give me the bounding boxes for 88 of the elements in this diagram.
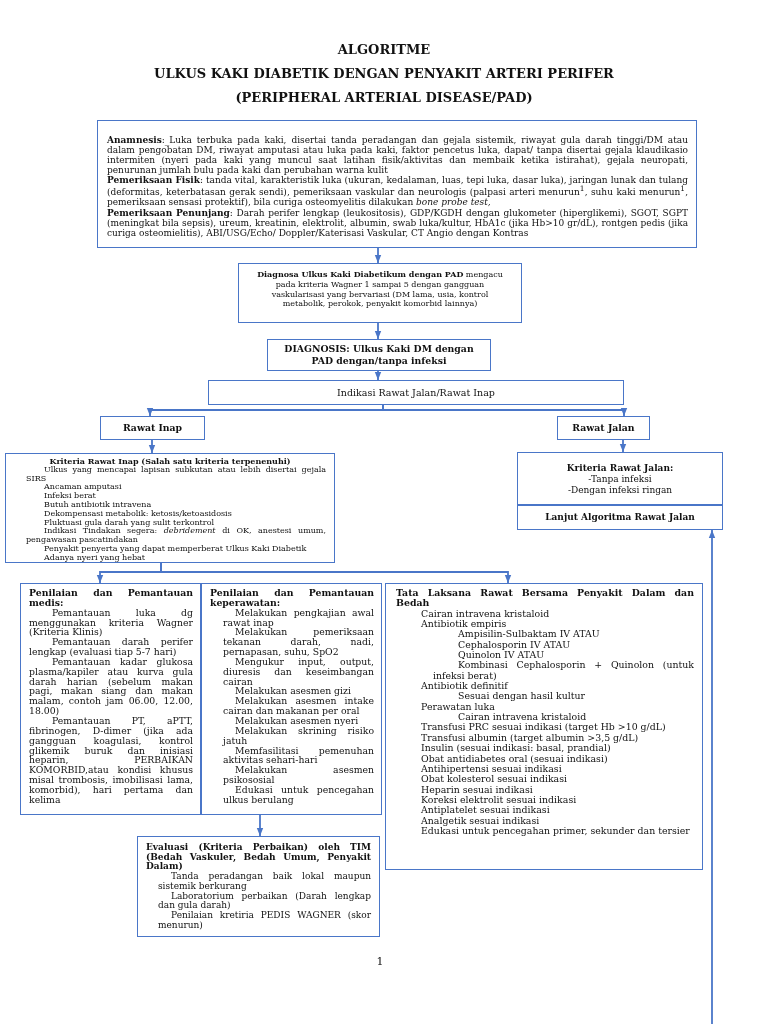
- diagram-subtitle: (PERIPHERAL ARTERIAL DISEASE/PAD): [235, 90, 533, 105]
- box-text: Rawat Jalan: [571, 422, 636, 434]
- list-item: -Dengan infeksi ringan: [566, 484, 674, 496]
- list-item: Sesuai dengan hasil kultur: [457, 691, 586, 702]
- process-box: [100, 416, 205, 440]
- arrow: [374, 247, 382, 264]
- list-item: Antibiotik empiris: [420, 619, 507, 630]
- box-heading: Kriteria Rawat Jalan:: [565, 463, 675, 474]
- list-item: Heparin sesuai indikasi: [420, 784, 534, 795]
- list-item: Adanya nyeri yang hebat: [44, 553, 146, 563]
- arrow: [160, 562, 512, 584]
- list-item: Antihipertensi sesuai indikasi: [420, 763, 562, 775]
- arrow: [256, 814, 264, 837]
- list-item: Cairan intravena kristaloid: [420, 608, 551, 620]
- list-item: Penyakit penyerta yang dapat memperberat Ulkus Kaki Diabetik: [43, 544, 308, 553]
- list-item: Cephalosporin IV ATAU: [457, 639, 572, 650]
- list-item: Antiplatelet sesuai indikasi: [420, 805, 551, 816]
- page-number: 1: [376, 955, 384, 968]
- process-box: [517, 505, 723, 530]
- box-text: DIAGNOSIS: Ulkus Kaki DM dengan PAD dengan/tanpa infeksi: [283, 343, 475, 367]
- list-item: Penilaian kretiria PEDIS WAGNER (skor menurun): [157, 911, 371, 931]
- list-item: Pemantauan darah perifer lengkap (evaluasi tiap 5-7 hari): [29, 637, 193, 657]
- list-item: Obat antidiabetes oral (sesuai indikasi): [420, 753, 608, 764]
- box-text: Indikasi Rawat Jalan/Rawat Inap: [336, 386, 496, 399]
- box-text: Lanjut Algoritma Rawat Jalan: [544, 512, 696, 523]
- process-box: [517, 452, 723, 505]
- list-item: Ancaman amputasi: [43, 483, 123, 492]
- list-item: Kombinasi Cephalosporin + Quinolon (untuk infeksi berat): [432, 660, 694, 682]
- arrow: [708, 529, 716, 1024]
- box-heading: Tata Laksana Rawat Bersama Penyakit Dalam dan Bedah: [396, 588, 694, 609]
- diagram-subtitle: ULKUS KAKI DIABETIK DENGAN PENYAKIT ARTERI PERIFER: [154, 66, 614, 81]
- arrow: [619, 439, 627, 453]
- process-box: [201, 583, 382, 815]
- list-item: Antibiotik definitif: [420, 681, 510, 692]
- diagram-title: ALGORITME: [337, 42, 431, 57]
- arrow: [382, 404, 628, 417]
- arrow: [374, 370, 382, 381]
- list-item: Pemantauan PT, aPTT, fibrinogen, D-dimer (jika ada gangguan koagulasi, kontrol glikemik buruk dan inisiasi heparin, PERBAIKAN KOMORBID,atau kondisi khusus misal trombosis, imobilisasi lama, komorbid), hari pertama dan kelima: [29, 715, 193, 805]
- box-heading: Evaluasi (Kriteria Perbaikan) oleh TIM (Bedah Vaskuler, Bedah Umum, Penyakit Dalam): [146, 843, 371, 872]
- box-text: Rawat Inap: [121, 422, 184, 434]
- process-box: [97, 120, 697, 248]
- list-item: Tanda peradangan baik lokal maupun sistemik berkurang: [157, 872, 371, 891]
- box-heading: Kriteria Rawat Inap (Salah satu kriteria terpenenuhi): [48, 457, 292, 466]
- process-box: [267, 339, 491, 371]
- list-item: Laboratorium perbaikan (Darah lengkap dan gula darah): [157, 891, 371, 912]
- list-item: Melakukan asesmen nyeri: [234, 715, 359, 726]
- list-item: Melakukan asesmen psikososial: [222, 765, 374, 785]
- list-item: Koreksi elektrolit sesuai indikasi: [420, 794, 578, 806]
- list-item: Pemantauan luka dg menggunakan kriteria Wagner (Kriteria Klinis): [29, 607, 193, 638]
- box-text: Pemeriksaan Fisik: tanda vital, karakteristik luka (ukuran, kedalaman, luas, tepi luka, dasar luka), jaringan lunak dan tulang (deformitas, keterbatasan gerak sendi), pemeriksaan vaskular dan neurologis (palpasi arteri menurun$^{1}$, suhu kaki menurun$^{1}$, pemeriksaan sensasi protektif), bila curiga osteomyelitis dilakukan bone probe test,: [107, 175, 688, 208]
- process-box: [557, 416, 650, 440]
- box-heading: Penilaian dan Pemantauan medis:: [29, 588, 193, 608]
- list-item: Melakukan asesmen intake cairan dan makanan per oral: [222, 696, 374, 716]
- process-box: [20, 583, 201, 815]
- box-text: Pemeriksaan Penunjang: Darah perifer lengkap (leukositosis), GDP/KGDH dengan glukometer (hiperglikemi), SGOT, SGPT (meningkat bila sepsis), ureum, kreatinin, elektrolit, albumin, swab luka/kultur, HbA1c (jika Hb>10 gr/dL), rontgen pedis (jika curiga osteomielitis), ABI/USG/Echo/ Doppler/Katerisasi Vaskular, CT Angio dengan Kontras: [107, 207, 688, 238]
- list-item: Dekompensasi metabolik: ketosis/ketoasidosis: [43, 509, 233, 518]
- list-item: Fluktuasi gula darah yang sulit terkontrol: [43, 518, 215, 528]
- list-item: -Tanpa infeksi: [587, 473, 653, 485]
- list-item: Insulin (sesuai indikasi: basal, prandial): [420, 743, 612, 754]
- list-item: Quinolon IV ATAU: [457, 650, 546, 661]
- list-item: Melakukan pemeriksaan tekanan darah, nadi, pernapasan, suhu, SpO2: [222, 627, 374, 657]
- list-item: Perawatan luka: [420, 701, 495, 713]
- arrow: [148, 439, 156, 454]
- list-item: Edukasi untuk pencegahan primer, sekunder dan tersier: [420, 825, 691, 837]
- list-item: Ulkus yang mencapai lapisan subkutan atau lebih disertai gejala SIRS: [25, 465, 326, 484]
- list-item: Memfasilitasi pemenuhan aktivitas sehari-hari: [223, 745, 374, 766]
- list-item: Melakukan pengkajian awal rawat inap: [223, 607, 374, 628]
- arrow: [374, 322, 382, 340]
- process-box: [238, 263, 522, 323]
- list-item: Analgetik sesuai indikasi: [420, 815, 541, 826]
- list-item: Obat kolesterol sesuai indikasi: [420, 774, 569, 785]
- list-item: Infeksi berat: [43, 492, 97, 501]
- list-item: Transfusi PRC sesuai indikasi (target Hb >10 g/dL): [420, 722, 667, 733]
- process-box: [385, 583, 703, 870]
- list-item: Butuh antibiotik intravena: [43, 501, 153, 510]
- process-box: [208, 380, 624, 405]
- box-text: Anamnesis:_Luka terbuka pada kaki, disertai tanda peradangan dan gejala sistemik, riwayat gula darah tinggi/DM atau dalam pengobatan DM, riwayat amputasi atau luka pada kaki, faktor pencetus luka, dapat/ tanpa disertai gejala klaudikasio intermiten (nyeri pada kaki yang muncul saat latihan fisik/aktivitas dan membaik ketika istirahat), gejala neuropati, penurunan jumlah bulu pada kaki dan perubahan warna kulit: [107, 135, 688, 176]
- list-item: Transfusi albumin (target albumin >3,5 g/dL): [420, 732, 640, 744]
- list-item: Edukasi untuk pencegahan ulkus berulang: [222, 784, 374, 805]
- list-item: Melakukan skrining risiko jatuh: [221, 725, 374, 746]
- list-item: Melakukan asesmen gizi: [234, 686, 351, 697]
- list-item: Indikasi Tindakan segera: debridement di OK, anestesi umum, pengawasan pascatindakan: [25, 527, 326, 545]
- list-item: Ampisilin-Sulbaktam IV ATAU: [457, 629, 601, 640]
- box-text: Diagnosa Ulkus Kaki Diabetikum dengan PAD mengacu pada kriteria Wagner 1 sampai 5 dengan gangguan vaskularisasi yang bervariasi (DM lama, usia, kontrol metabolik, perokok, penyakit komorbid lainnya): [256, 270, 504, 309]
- list-item: Cairan intravena kristaloid: [457, 712, 588, 723]
- process-box: [137, 836, 380, 937]
- process-box: [5, 453, 335, 563]
- box-heading: Penilaian dan Pemantauan keperawatan:: [210, 588, 374, 608]
